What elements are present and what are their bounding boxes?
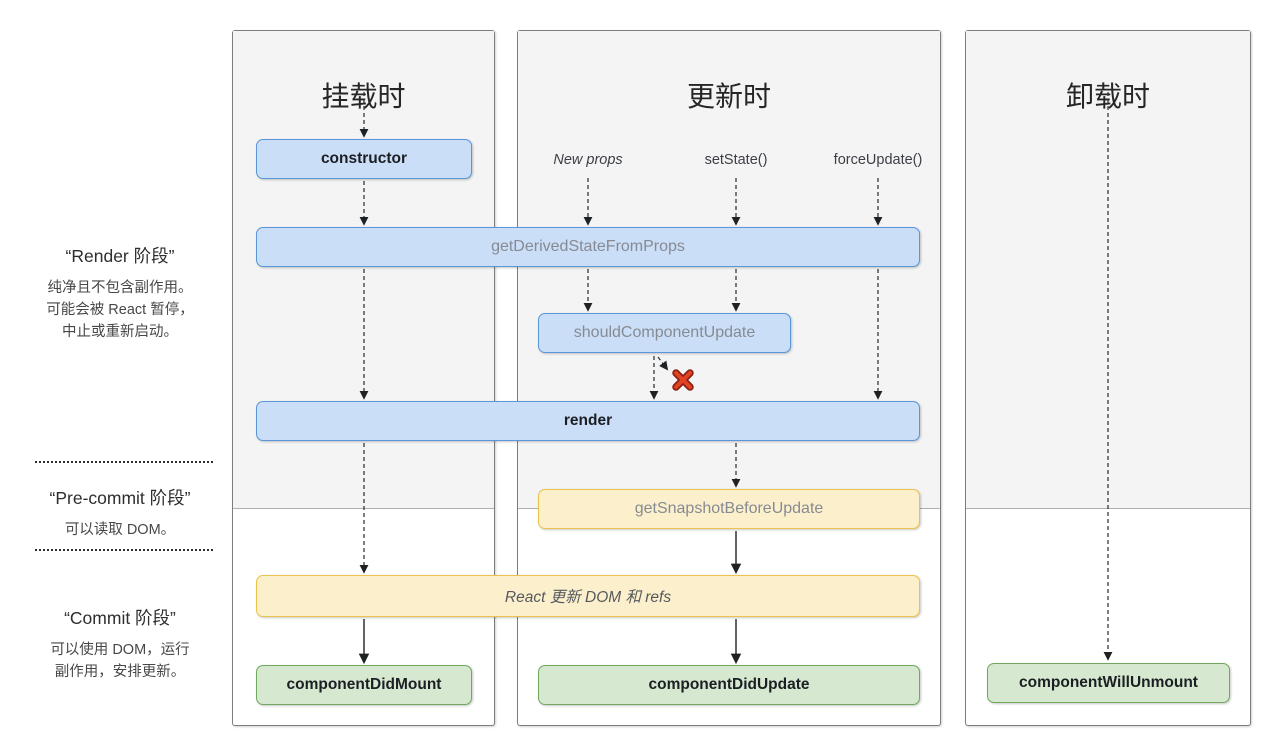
new-props-label: New props	[553, 152, 623, 168]
constructor-box[interactable]: constructor	[256, 139, 472, 179]
render-box[interactable]: render	[256, 401, 920, 441]
component-did-mount-box[interactable]: componentDidMount	[256, 665, 472, 705]
pre-commit-phase-label: “Pre-commit 阶段” 可以读取 DOM。	[18, 485, 222, 541]
mounting-column: 挂载时	[232, 30, 495, 726]
render-phase-desc-line: 可能会被 React 暂停，	[46, 302, 194, 318]
setstate-label: setState()	[704, 152, 768, 168]
react-updates-dom-box: React 更新 DOM 和 refs	[256, 575, 920, 617]
component-did-update-box[interactable]: componentDidUpdate	[538, 665, 920, 705]
commit-phase-label: “Commit 阶段” 可以使用 DOM，运行 副作用，安排更新。	[18, 605, 222, 683]
unmounting-column-title: 卸载时	[1065, 81, 1150, 112]
get-snapshot-before-update-box[interactable]: getSnapshotBeforeUpdate	[538, 489, 920, 529]
commit-phase-desc-line: 可以使用 DOM，运行	[50, 642, 190, 658]
pre-commit-phase-title: “Pre-commit 阶段”	[49, 488, 191, 508]
pre-commit-phase-desc-line: 可以读取 DOM。	[64, 522, 176, 538]
commit-phase-title: “Commit 阶段”	[64, 608, 176, 628]
render-phase-label: “Render 阶段” 纯净且不包含副作用。 可能会被 React 暂停， 中止…	[18, 243, 222, 343]
mounting-column-title: 挂载时	[321, 81, 406, 112]
get-derived-state-from-props-box[interactable]: getDerivedStateFromProps	[256, 227, 920, 267]
phase-separator	[35, 549, 213, 551]
render-phase-desc-line: 纯净且不包含副作用。	[47, 280, 193, 296]
commit-phase-desc-line: 副作用，安排更新。	[54, 664, 186, 680]
render-phase-title: “Render 阶段”	[65, 246, 175, 266]
render-phase-desc-line: 中止或重新启动。	[62, 324, 178, 340]
phase-separator	[35, 461, 213, 463]
forceupdate-label: forceUpdate()	[833, 152, 923, 168]
component-will-unmount-box[interactable]: componentWillUnmount	[987, 663, 1230, 703]
unmounting-column: 卸载时	[965, 30, 1251, 726]
should-component-update-box[interactable]: shouldComponentUpdate	[538, 313, 791, 353]
updating-column: 更新时	[517, 30, 941, 726]
updating-column-title: 更新时	[686, 81, 771, 112]
